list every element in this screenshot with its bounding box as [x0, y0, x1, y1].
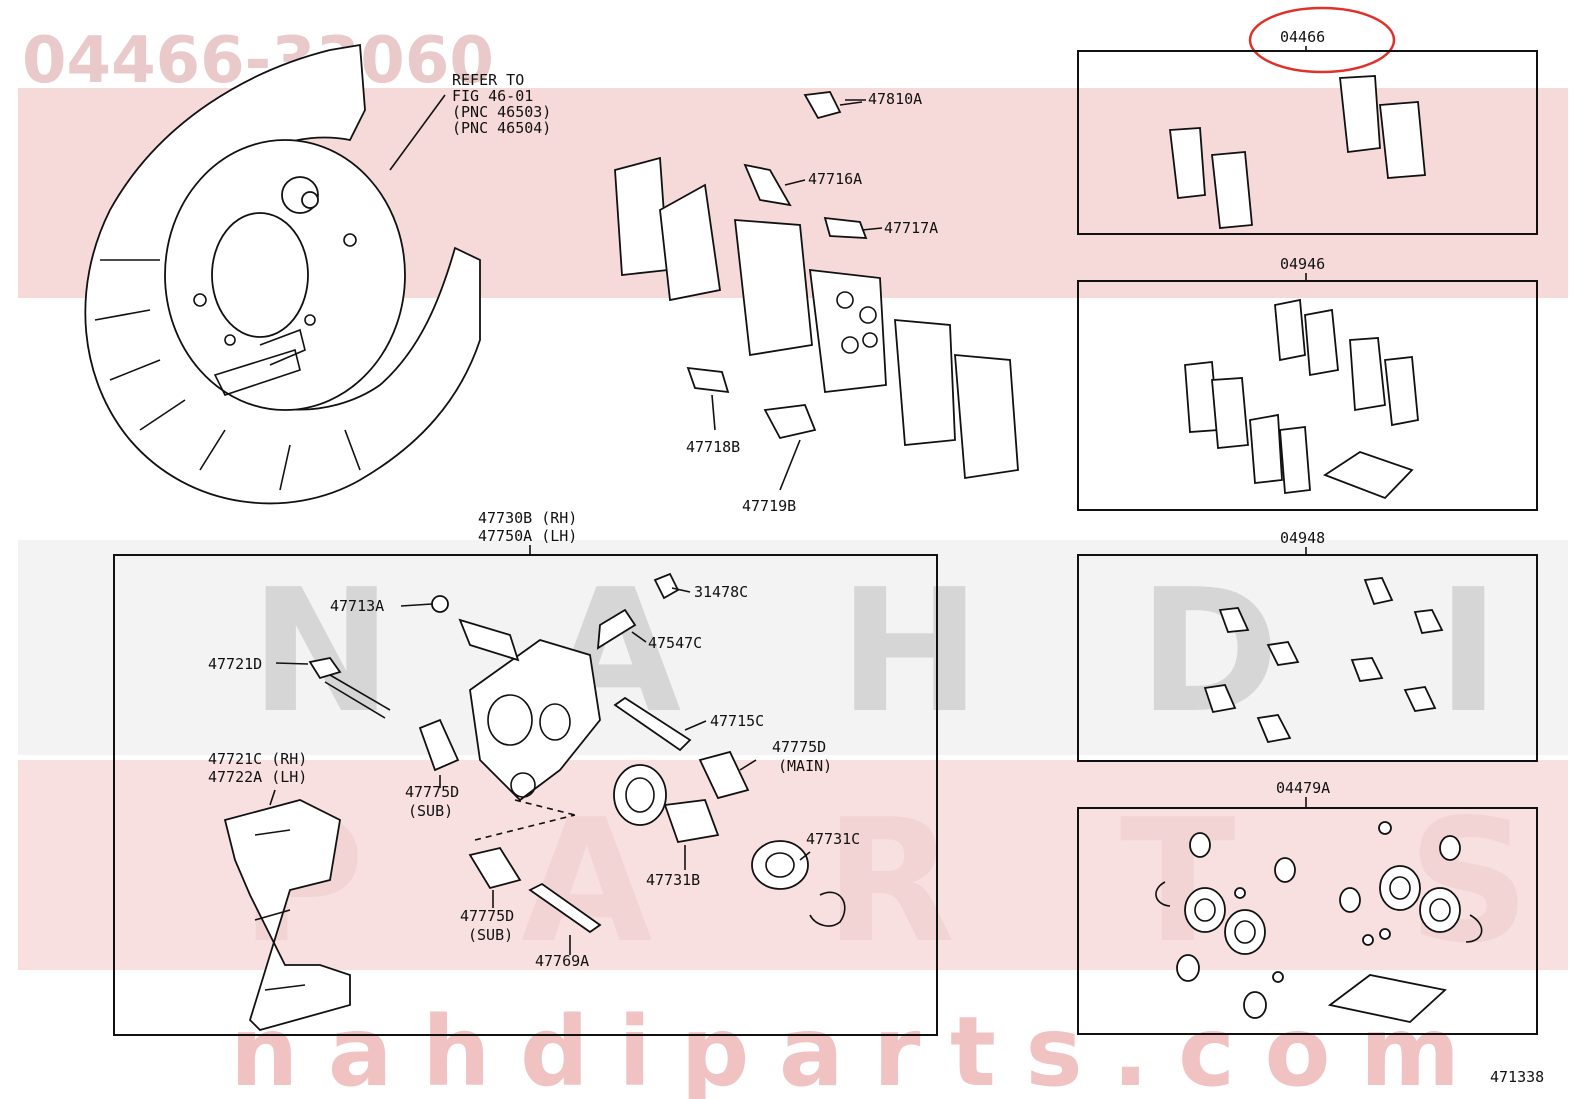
label-47547C: 47547C: [648, 634, 702, 652]
label-47730B: 47730B (RH): [478, 509, 577, 527]
refer-note-line-2: FIG 46-01: [452, 87, 533, 105]
caliper-leaders: [269, 587, 811, 955]
kit-code-04466: 04466: [1280, 28, 1325, 46]
watermark-layer: 04466-33060 NAHDI PARTS nahdiparts.com: [18, 24, 1568, 1099]
label-47775D-sub: 47775D: [405, 783, 459, 801]
refer-note-line-3: (PNC 46503): [452, 103, 551, 121]
label-47718B: 47718B: [686, 438, 740, 456]
refer-note: REFER TO FIG 46-01 (PNC 46503) (PNC 4650…: [452, 71, 551, 137]
kit-code-04946: 04946: [1280, 255, 1325, 273]
kit-04466[interactable]: 04466: [1077, 6, 1538, 235]
label-47769A: 47769A: [535, 952, 589, 970]
label-main: (MAIN): [778, 757, 832, 775]
kit-code-04479A: 04479A: [1276, 779, 1330, 797]
brake-pads-drawing: [614, 91, 1019, 480]
highlight-circle: [1248, 6, 1396, 74]
kit-frame-04946: [1077, 280, 1538, 511]
label-47810A: 47810A: [868, 90, 922, 108]
kit-frame-04948: [1077, 554, 1538, 762]
watermark-band-gray: [18, 540, 1568, 755]
label-47731B: 47731B: [646, 871, 700, 889]
kit-04479A[interactable]: 04479A: [1077, 779, 1538, 1035]
kit-04948[interactable]: 04948: [1077, 529, 1538, 762]
label-47721C: 47721C (RH): [208, 750, 307, 768]
label-47731C: 47731C: [806, 830, 860, 848]
kit-frame-04466: [1077, 50, 1538, 235]
label-47719B: 47719B: [742, 497, 796, 515]
label-sub-2: (SUB): [468, 926, 513, 944]
label-47775D-main: 47775D: [772, 738, 826, 756]
watermark-url: nahdiparts.com: [230, 996, 1460, 1099]
label-47717A: 47717A: [884, 219, 938, 237]
caliper-assembly-frame: [113, 554, 938, 1036]
label-47715C: 47715C: [710, 712, 764, 730]
label-47713A: 47713A: [330, 597, 384, 615]
kit-frame-04479A: [1077, 807, 1538, 1035]
refer-note-line-1: REFER TO: [452, 71, 524, 89]
label-31478C: 31478C: [694, 583, 748, 601]
backing-plate-drawing: [84, 43, 481, 505]
label-sub: (SUB): [408, 802, 453, 820]
label-47775D-sub-2: 47775D: [460, 907, 514, 925]
label-47721D: 47721D: [208, 655, 262, 673]
figure-number: 471338: [1490, 1068, 1544, 1086]
label-47716A: 47716A: [808, 170, 862, 188]
caliper-parts-drawing: [223, 572, 846, 1032]
refer-note-line-4: (PNC 46504): [452, 119, 551, 137]
label-47722A: 47722A (LH): [208, 768, 307, 786]
kit-code-04948: 04948: [1280, 529, 1325, 547]
hardware-leaders: [711, 99, 883, 491]
label-47750A: 47750A (LH): [478, 527, 577, 545]
kit-04946[interactable]: 04946: [1077, 255, 1538, 511]
